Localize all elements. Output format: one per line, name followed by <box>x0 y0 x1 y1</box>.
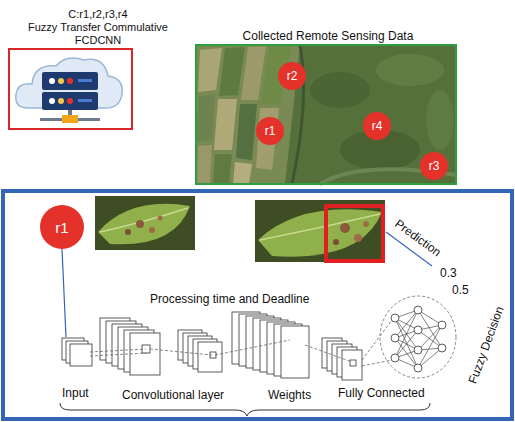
highlight-square <box>326 206 383 261</box>
heading: C:r1,r2,r3,r4Fuzzy Transfer CommulativeF… <box>28 8 168 47</box>
layer-label: Fully Connected <box>338 386 425 400</box>
leader-line <box>62 249 66 337</box>
region-circle: r3 <box>420 152 448 180</box>
node-text: r4 <box>372 119 383 133</box>
brace <box>60 403 430 416</box>
heading: Collected Remote Sensing Data <box>243 29 414 43</box>
node-text: r2 <box>287 69 298 83</box>
region-circle: r1 <box>40 205 84 249</box>
server-box: C:r1,r2,r3,r4Fuzzy Transfer CommulativeF… <box>8 48 133 130</box>
neural-net <box>395 310 442 368</box>
node-text: Collected Remote Sensing Data <box>243 29 414 43</box>
node-text: FCDCNN <box>28 34 168 47</box>
layer-label: Weights <box>268 388 311 402</box>
node-text: r3 <box>429 159 440 173</box>
layer-label: Convolutional layer <box>122 388 224 402</box>
leaf-image <box>255 200 385 262</box>
panel-border <box>3 191 512 419</box>
region-circle: r1 <box>256 117 284 145</box>
satellite-image <box>196 45 456 184</box>
layer-links <box>90 296 456 378</box>
region-circle: r2 <box>278 62 306 90</box>
node-text: Fuzzy Transfer Commulative <box>28 21 168 34</box>
node-text: r1 <box>55 219 68 236</box>
layer-label: Input <box>62 386 89 400</box>
cnn-layers <box>62 312 362 380</box>
server-icon <box>16 58 122 123</box>
neurons <box>391 306 446 372</box>
region-circle: r4 <box>363 112 391 140</box>
node-text: r1 <box>265 124 276 138</box>
image-box: Collected Remote Sensing Datar2r1r4r3 <box>195 44 457 185</box>
score-value: 0.5 <box>452 283 469 297</box>
fuzzy-label: Fuzzy Decision <box>466 304 507 385</box>
leaf-image <box>95 196 195 250</box>
score-value: 0.3 <box>440 266 457 280</box>
note-label: Processing time and Deadline <box>150 292 309 306</box>
prediction-label: Prediction <box>392 217 443 260</box>
node-text: C:r1,r2,r3,r4 <box>28 8 168 21</box>
